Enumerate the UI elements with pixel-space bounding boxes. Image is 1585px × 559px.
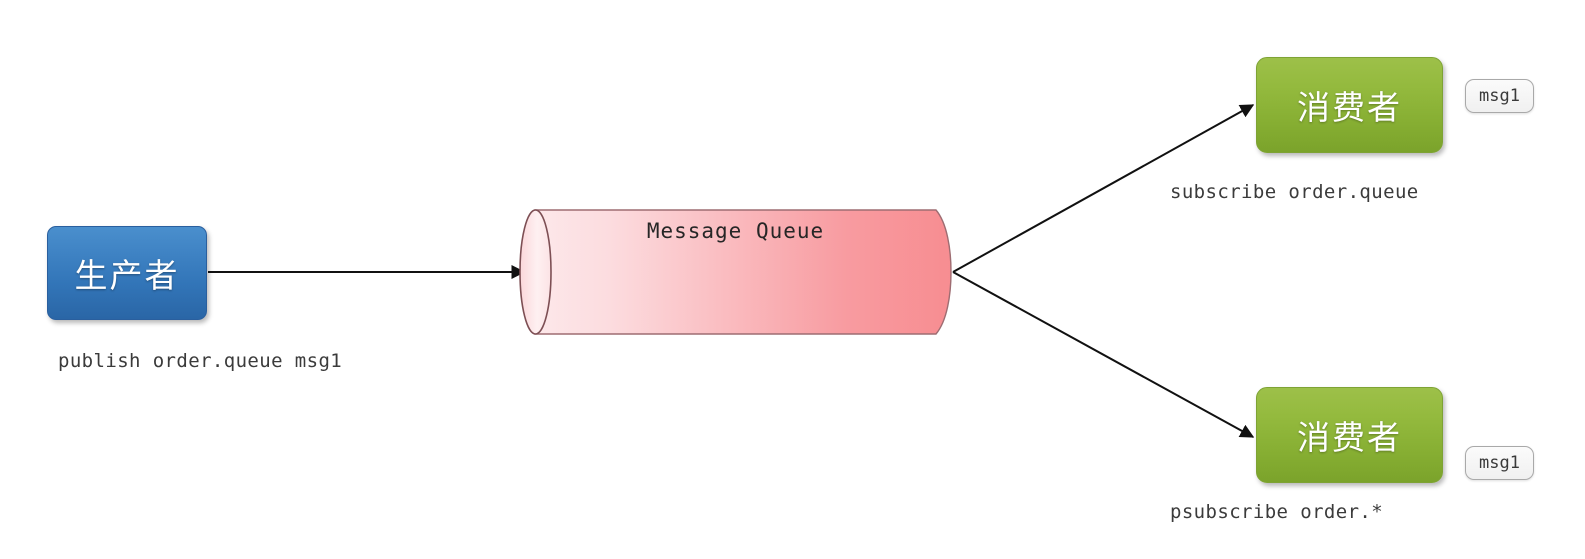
caption-subscribe: subscribe order.queue (1170, 181, 1419, 203)
node-producer[interactable]: 生产者 (47, 226, 207, 320)
caption-psubscribe: psubscribe order.* (1170, 501, 1384, 523)
node-consumer-top[interactable]: 消费者 (1256, 57, 1443, 153)
badge-msg-top: msg1 (1465, 79, 1534, 113)
edge-queue-to-consumer-bottom (952, 271, 1255, 438)
node-consumer-top-label: 消费者 (1297, 88, 1402, 127)
badge-msg-bottom: msg1 (1465, 446, 1534, 480)
node-message-queue-label: Message Queue (646, 219, 825, 243)
clipped-top-text (0, 0, 1585, 2)
cylinder-shape (519, 209, 952, 335)
caption-publish: publish order.queue msg1 (58, 350, 343, 372)
node-consumer-bottom-label: 消费者 (1297, 418, 1402, 457)
node-producer-label: 生产者 (74, 256, 180, 295)
node-message-queue[interactable]: Message Queue (519, 209, 952, 335)
node-consumer-bottom[interactable]: 消费者 (1256, 387, 1443, 483)
